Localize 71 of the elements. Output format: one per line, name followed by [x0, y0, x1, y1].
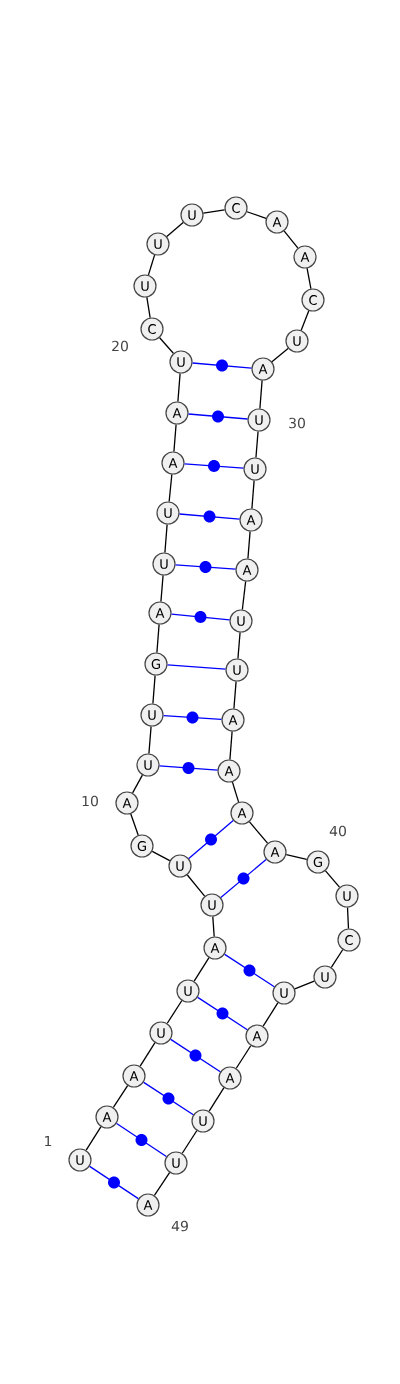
- backbone-line: [285, 854, 308, 861]
- backbone-line: [177, 372, 181, 403]
- backbone-line: [346, 906, 350, 930]
- backbone-line: [193, 957, 210, 982]
- backbone-line: [151, 850, 171, 862]
- backbone-line: [130, 813, 139, 836]
- position-number: 20: [112, 340, 128, 352]
- backbone-line: [229, 730, 233, 761]
- backbone-line: [153, 1172, 171, 1196]
- position-number: 1: [45, 1135, 52, 1147]
- backbone-line: [235, 1045, 252, 1069]
- backbone-line: [173, 423, 177, 453]
- backbone-line: [166, 221, 184, 238]
- backbone-line: [247, 530, 251, 560]
- base-pair-line: [89, 1165, 139, 1200]
- base-pair-line: [170, 1038, 221, 1073]
- backbone-line: [294, 980, 315, 990]
- base-pair-line: [191, 359, 253, 372]
- backbone-line: [246, 211, 267, 219]
- base-pair-line: [183, 460, 245, 472]
- backbone-line: [324, 870, 341, 888]
- base-pair-line: [187, 410, 249, 423]
- backbone-line: [152, 674, 156, 705]
- position-number: 30: [289, 417, 305, 429]
- base-pair-line: [166, 664, 227, 670]
- base-pair-line: [170, 611, 231, 623]
- backbone-line: [147, 254, 156, 276]
- backbone-line: [330, 949, 344, 968]
- base-pair-line: [174, 561, 237, 573]
- position-number: 10: [82, 795, 98, 807]
- backbone-line: [146, 296, 151, 319]
- backbone-line: [271, 347, 289, 363]
- base-pair-line: [197, 996, 248, 1031]
- backbone-line: [248, 821, 269, 844]
- backbone-line: [283, 230, 299, 249]
- backbone-line: [139, 1042, 156, 1067]
- backbone-line: [208, 1087, 225, 1112]
- base-pair-line: [116, 1122, 167, 1158]
- position-number: 49: [171, 1220, 188, 1232]
- backbone-line: [241, 580, 247, 611]
- backbone-line: [112, 1085, 129, 1108]
- backbone-line: [212, 915, 215, 938]
- base-pair-line: [143, 1081, 194, 1116]
- backbone-line: [262, 1002, 279, 1027]
- backbone-line: [231, 781, 240, 803]
- backbone-line: [181, 1130, 198, 1154]
- backbone-line: [85, 1126, 102, 1151]
- backbone-line: [251, 479, 255, 510]
- backbone-line: [159, 337, 174, 354]
- backbone-line: [156, 623, 160, 654]
- backbone-line: [160, 574, 164, 603]
- backbone-line: [202, 209, 226, 214]
- base-pair-line: [224, 953, 275, 988]
- backbone-line: [168, 473, 173, 503]
- backbone-line: [164, 523, 168, 554]
- backbone-line: [233, 680, 237, 710]
- base-pair-line: [220, 858, 267, 899]
- backbone-line: [186, 874, 206, 897]
- backbone-line: [131, 774, 144, 794]
- backbone-line: [237, 631, 241, 660]
- position-number: 40: [329, 825, 346, 837]
- backbone-line: [306, 267, 312, 290]
- backbone-line: [300, 310, 310, 331]
- backbone-line: [148, 725, 152, 755]
- base-pair-line: [188, 819, 234, 860]
- base-pair-line: [158, 762, 219, 774]
- backbone-line: [166, 1000, 183, 1024]
- base-pair-line: [178, 510, 241, 523]
- backbone-line: [255, 430, 259, 459]
- backbone-line: [259, 379, 263, 410]
- base-pair-line: [162, 711, 223, 724]
